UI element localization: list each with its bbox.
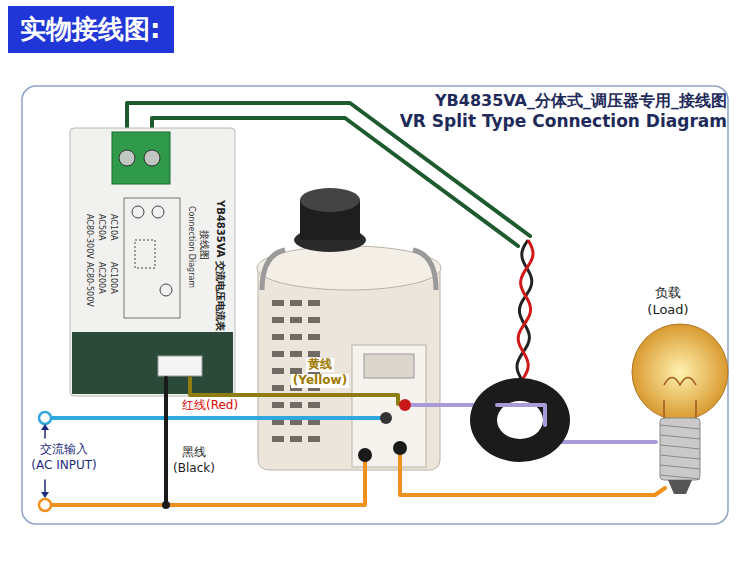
panel-frame xyxy=(22,86,728,524)
panel-print: 接线图 xyxy=(199,230,211,260)
current-transformer xyxy=(470,378,570,462)
variac xyxy=(308,351,320,357)
bulb xyxy=(668,480,692,494)
variac xyxy=(290,351,302,357)
terminal xyxy=(39,412,51,424)
variac xyxy=(272,402,284,408)
terminal xyxy=(393,441,407,455)
bulb xyxy=(660,425,700,429)
wire-label: 负载 xyxy=(655,286,681,301)
bulb xyxy=(664,378,696,421)
panel-frame xyxy=(22,86,728,524)
variac xyxy=(308,317,320,323)
variac xyxy=(257,246,441,290)
wire-label: 黑线 xyxy=(182,446,206,460)
panel-meter xyxy=(70,128,235,396)
variac xyxy=(290,402,302,408)
bulb xyxy=(660,475,700,479)
terminal xyxy=(162,501,170,509)
panel-print: AC10A xyxy=(109,214,118,241)
panel-meter xyxy=(119,150,135,166)
variac xyxy=(272,385,284,391)
panel-print: AC80-300V xyxy=(85,214,94,259)
bulb xyxy=(632,324,728,420)
terminal xyxy=(380,412,392,424)
bulb xyxy=(660,418,700,480)
wire-label: YB4835VA_分体式_调压器专用_接线图 xyxy=(435,92,727,110)
variac xyxy=(272,436,284,442)
variac xyxy=(272,317,284,323)
variac xyxy=(290,300,302,306)
panel-meter xyxy=(135,240,155,268)
variac xyxy=(364,354,414,378)
terminal xyxy=(358,448,372,462)
panel-print: AC100A xyxy=(109,262,118,294)
wire-label: 交流输入 xyxy=(40,443,88,457)
panel-meter xyxy=(124,198,180,318)
current-transformer xyxy=(470,378,570,462)
bulb xyxy=(632,324,728,494)
variac xyxy=(262,250,436,290)
variac xyxy=(272,300,284,306)
panel-meter xyxy=(152,206,164,218)
panel-meter xyxy=(70,128,235,396)
panel-meter xyxy=(72,332,233,394)
variac xyxy=(272,351,284,357)
bulb xyxy=(660,435,700,439)
wire-label: (Black) xyxy=(173,462,215,476)
twisted-pair xyxy=(517,240,533,380)
terminal xyxy=(39,399,411,511)
variac xyxy=(257,188,441,470)
variac xyxy=(290,436,302,442)
title: 实物接线图: xyxy=(8,6,174,53)
panel-print: Connection Diagram xyxy=(187,206,196,288)
current-transformer xyxy=(497,405,545,425)
terminal xyxy=(399,399,411,411)
variac xyxy=(290,334,302,340)
wire-label: 红线(Red) xyxy=(180,399,240,413)
bulb xyxy=(660,445,700,449)
panel-print: AC80-500V xyxy=(85,262,94,307)
variac xyxy=(308,402,320,408)
variac xyxy=(300,188,360,212)
power-wire xyxy=(45,416,386,420)
panel-print: YB4835VA 交流电压电流表 xyxy=(215,200,227,331)
input-arrow xyxy=(41,492,49,498)
variac xyxy=(308,300,320,306)
power-wire xyxy=(164,378,168,505)
power-wire xyxy=(45,378,665,505)
panel-meter xyxy=(144,150,160,166)
bulb xyxy=(660,455,700,459)
variac xyxy=(308,334,320,340)
panel-meter xyxy=(112,132,170,184)
panel-print: AC50A xyxy=(97,214,106,241)
variac xyxy=(272,368,284,374)
wire-label: (Yellow) xyxy=(291,374,349,388)
bulb xyxy=(660,465,700,469)
wire-label: (AC INPUT) xyxy=(31,459,96,473)
variac xyxy=(308,436,320,442)
wire-label: VR Split Type Connection Diagram xyxy=(400,112,727,132)
panel-meter xyxy=(160,284,172,296)
panel-meter xyxy=(158,356,202,376)
variac xyxy=(272,334,284,340)
panel-meter xyxy=(132,206,144,218)
wire-label: 黄线 xyxy=(306,358,334,372)
terminal xyxy=(39,499,51,511)
twisted-pair xyxy=(518,240,533,380)
wire-label: (Load) xyxy=(647,303,688,318)
input-arrow xyxy=(41,424,49,430)
variac xyxy=(258,262,440,470)
variac xyxy=(290,317,302,323)
panel-print: AC200A xyxy=(97,262,106,294)
